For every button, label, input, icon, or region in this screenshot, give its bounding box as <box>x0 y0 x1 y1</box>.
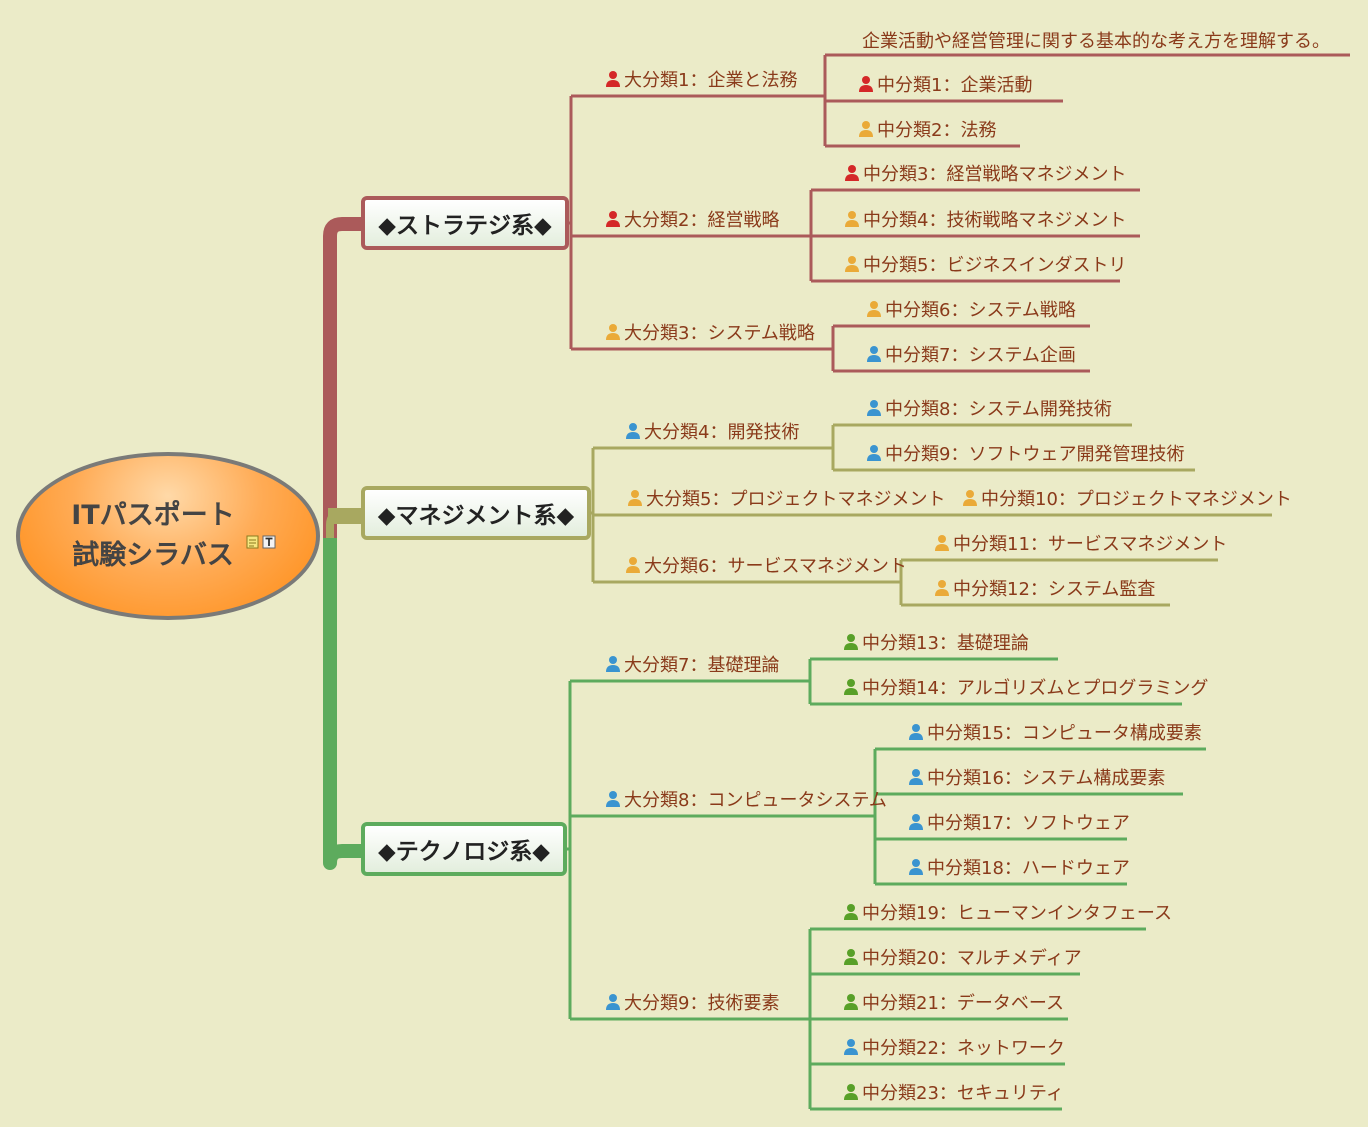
minor-topic[interactable]: 中分類8：システム開発技術 <box>866 399 1112 421</box>
minor-topic[interactable]: 中分類13：基礎理論 <box>843 633 1029 655</box>
person-icon <box>866 399 885 420</box>
minor-topic[interactable]: 中分類23：セキュリティ <box>843 1083 1064 1105</box>
person-icon <box>625 422 644 443</box>
person-icon <box>605 655 624 676</box>
minor-topic[interactable]: 中分類11：サービスマネジメント <box>934 534 1227 556</box>
major-topic-1[interactable]: 大分類8：コンピュータシステム <box>605 790 887 812</box>
minor-topic[interactable]: 中分類16：システム構成要素 <box>908 768 1165 790</box>
minor-topic[interactable]: 中分類2：法務 <box>858 120 996 142</box>
category-0[interactable]: ◆ストラテジ系◆ <box>361 196 569 250</box>
minor-topic[interactable]: 中分類3：経営戦略マネジメント <box>844 164 1126 186</box>
person-icon <box>908 768 927 789</box>
person-icon <box>605 70 624 91</box>
person-icon <box>844 210 863 231</box>
person-icon <box>843 993 862 1014</box>
person-icon <box>908 813 927 834</box>
person-icon <box>625 556 644 577</box>
minor-topic[interactable]: 中分類12：システム監査 <box>934 579 1155 601</box>
person-icon <box>908 723 927 744</box>
note-icon[interactable] <box>246 535 259 549</box>
person-icon <box>858 120 877 141</box>
text-icon[interactable] <box>262 535 276 549</box>
trunk-2 <box>323 538 361 870</box>
root-title-line2: 試験シラバス <box>72 540 234 571</box>
person-icon <box>934 534 953 555</box>
person-icon <box>908 858 927 879</box>
root-topic[interactable]: ITパスポート 試験シラバス <box>16 452 320 620</box>
minor-topic[interactable]: 中分類5：ビジネスインダストリ <box>844 255 1126 277</box>
minor-topic[interactable]: 中分類6：システム戦略 <box>866 300 1076 322</box>
minor-topic[interactable]: 中分類15：コンピュータ構成要素 <box>908 723 1202 745</box>
person-icon <box>866 444 885 465</box>
category-label: ◆テクノロジ系◆ <box>378 839 550 865</box>
person-icon <box>627 489 646 510</box>
person-icon <box>843 633 862 654</box>
person-icon <box>866 345 885 366</box>
minor-topic[interactable]: 中分類18：ハードウェア <box>908 858 1130 880</box>
person-icon <box>858 75 877 96</box>
major-topic-0[interactable]: 大分類7：基礎理論 <box>605 655 779 677</box>
person-icon <box>866 300 885 321</box>
person-icon <box>605 210 624 231</box>
person-icon <box>962 489 981 510</box>
minor-topic[interactable]: 中分類22：ネットワーク <box>843 1038 1065 1060</box>
major-topic-2[interactable]: 大分類9：技術要素 <box>605 993 779 1015</box>
major-topic-1[interactable]: 大分類2：経営戦略 <box>605 210 779 232</box>
category-label: ◆ストラテジ系◆ <box>378 213 552 239</box>
category-2[interactable]: ◆テクノロジ系◆ <box>361 822 567 876</box>
major-topic-2[interactable]: 大分類6：サービスマネジメント <box>625 556 907 578</box>
root-title-line1: ITパスポート <box>71 500 235 531</box>
minor-topic[interactable]: 中分類17：ソフトウェア <box>908 813 1130 835</box>
minor-topic[interactable]: 中分類10：プロジェクトマネジメント <box>962 489 1292 511</box>
person-icon <box>605 323 624 344</box>
category-label: ◆マネジメント系◆ <box>377 503 575 529</box>
major-topic-0[interactable]: 大分類1：企業と法務 <box>605 70 797 92</box>
topic-note: 企業活動や経営管理に関する基本的な考え方を理解する。 <box>862 31 1330 52</box>
person-icon <box>605 993 624 1014</box>
person-icon <box>843 1083 862 1104</box>
minor-topic[interactable]: 中分類9：ソフトウェア開発管理技術 <box>866 444 1184 466</box>
minor-topic[interactable]: 中分類19：ヒューマンインタフェース <box>843 903 1172 925</box>
minor-topic[interactable]: 中分類20：マルチメディア <box>843 948 1082 970</box>
person-icon <box>934 579 953 600</box>
major-topic-0[interactable]: 大分類4：開発技術 <box>625 422 799 444</box>
category-1[interactable]: ◆マネジメント系◆ <box>361 486 591 540</box>
minor-topic[interactable]: 中分類21：データベース <box>843 993 1064 1015</box>
minor-topic[interactable]: 中分類14：アルゴリズムとプログラミング <box>843 678 1208 700</box>
person-icon <box>843 678 862 699</box>
person-icon <box>843 948 862 969</box>
trunk-0 <box>323 217 361 538</box>
minor-topic[interactable]: 中分類7：システム企画 <box>866 345 1076 367</box>
person-icon <box>843 1038 862 1059</box>
major-topic-2[interactable]: 大分類3：システム戦略 <box>605 323 815 345</box>
person-icon <box>605 790 624 811</box>
person-icon <box>844 255 863 276</box>
person-icon <box>844 164 863 185</box>
person-icon <box>843 903 862 924</box>
minor-topic[interactable]: 中分類4：技術戦略マネジメント <box>844 210 1126 232</box>
minor-topic[interactable]: 中分類1：企業活動 <box>858 75 1032 97</box>
major-topic-1[interactable]: 大分類5：プロジェクトマネジメント <box>627 489 945 511</box>
